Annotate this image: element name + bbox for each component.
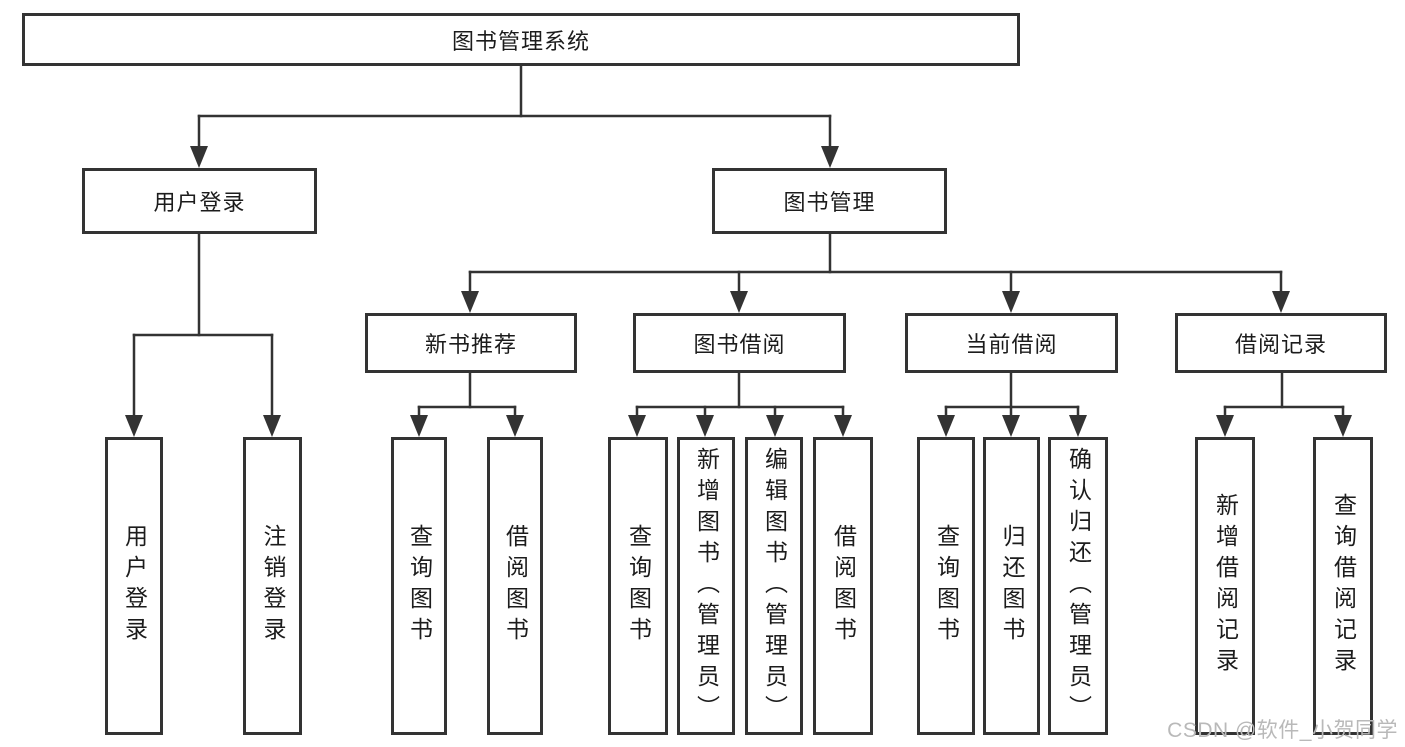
leaf-bb-add-books-admin: 新增图书（管理员） (677, 437, 735, 735)
node-label: 借阅图书 (502, 524, 529, 648)
node-label: 编辑图书（管理员） (761, 446, 788, 726)
leaf-br-add-record: 新增借阅记录 (1195, 437, 1255, 735)
leaf-nb-query-books: 查询图书 (391, 437, 447, 735)
node-label: 图书管理 (783, 190, 876, 215)
leaf-bb-query-books: 查询图书 (608, 437, 668, 735)
leaf-cb-return-books: 归还图书 (983, 437, 1040, 735)
node-label: 注销登录 (260, 524, 286, 648)
node-new-book-recommend: 新书推荐 (365, 313, 577, 373)
leaf-cb-query-books: 查询图书 (917, 437, 975, 735)
node-label: 查询图书 (933, 524, 960, 648)
node-borrow-records: 借阅记录 (1175, 313, 1387, 373)
node-label: 图书管理系统 (451, 28, 590, 54)
leaf-cb-confirm-return-admin: 确认归还（管理员） (1048, 437, 1108, 735)
csdn-watermark: CSDN @软件_小贺同学 (1167, 719, 1398, 742)
node-book-management: 图书管理 (712, 168, 947, 234)
node-label: 借阅记录 (1234, 332, 1327, 357)
leaf-bb-borrow-books: 借阅图书 (813, 437, 873, 735)
node-label: 图书借阅 (693, 332, 786, 357)
node-label: 新书推荐 (424, 332, 517, 357)
node-user-login: 用户登录 (82, 168, 317, 234)
leaf-br-query-record: 查询借阅记录 (1313, 437, 1373, 735)
leaf-nb-borrow-books: 借阅图书 (487, 437, 543, 735)
node-label: 借阅图书 (830, 524, 857, 648)
node-current-borrow: 当前借阅 (905, 313, 1118, 373)
leaf-bb-edit-books-admin: 编辑图书（管理员） (745, 437, 803, 735)
node-label: 查询图书 (406, 524, 433, 648)
node-label: 当前借阅 (965, 332, 1058, 357)
node-label: 新增借阅记录 (1212, 493, 1239, 679)
node-label: 用户登录 (121, 524, 148, 648)
leaf-logout: 注销登录 (243, 437, 302, 735)
node-label: 确认归还（管理员） (1065, 446, 1092, 726)
node-label: 查询图书 (625, 524, 652, 648)
node-label: 查询借阅记录 (1330, 493, 1357, 679)
node-label: 用户登录 (153, 190, 246, 215)
node-book-borrow: 图书借阅 (633, 313, 846, 373)
node-label: 新增图书（管理员） (693, 446, 720, 726)
node-root: 图书管理系统 (22, 13, 1020, 66)
leaf-user-login: 用户登录 (105, 437, 163, 735)
node-label: 归还图书 (999, 524, 1025, 648)
